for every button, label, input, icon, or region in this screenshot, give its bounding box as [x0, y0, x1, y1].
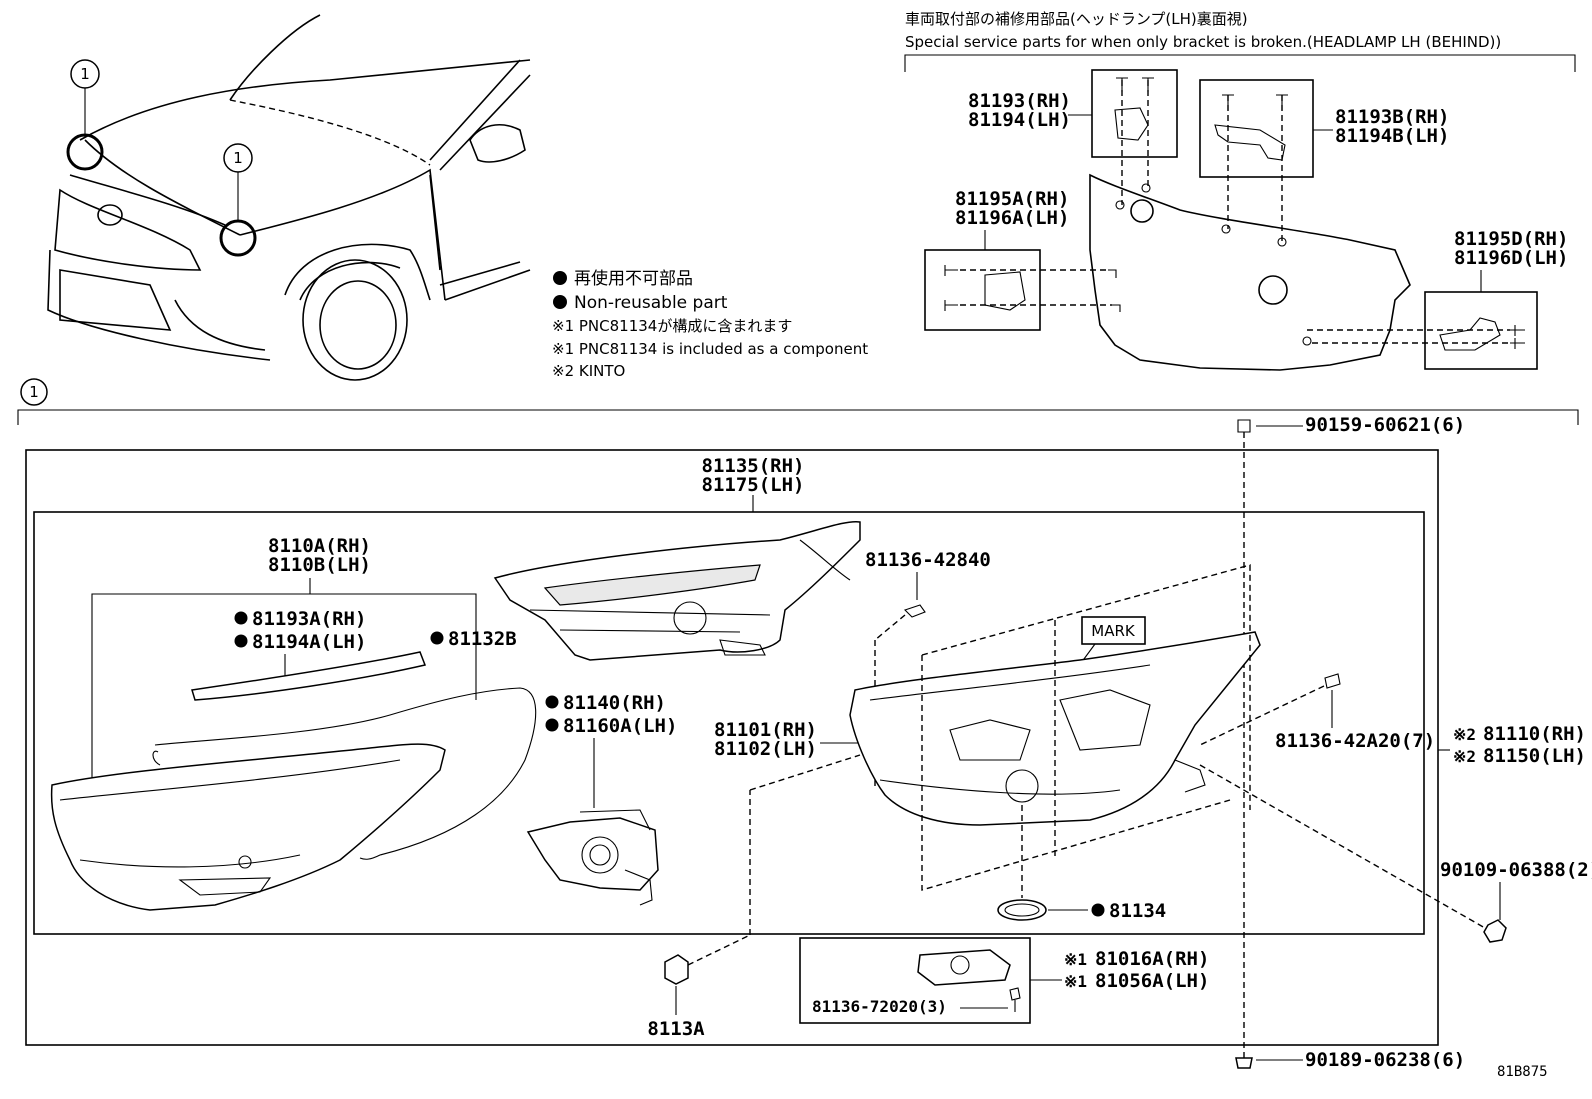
part-81132b: 81132B — [448, 628, 517, 650]
part-81175-lh: 81175(LH) — [702, 474, 805, 496]
note2-mark-a: ※2 — [1453, 725, 1476, 744]
diagram-code: 81B875 — [1497, 1064, 1548, 1080]
part-81016a-rh: 81016A(RH) — [1095, 948, 1209, 970]
part-81194b-lh: 81194B(LH) — [1335, 125, 1449, 147]
part-81134: 81134 — [1109, 900, 1166, 922]
part-90159-60621: 90159-60621(6) — [1305, 414, 1465, 436]
part-8110a-rh: 8110A(RH) — [268, 535, 371, 557]
legend-note2: ※2 KINTO — [552, 362, 625, 380]
part-81136-42a20: 81136-42A20(7) — [1275, 730, 1435, 752]
bracket-service-parts-section: 車両取付部の補修用部品(ヘッドランプ(LH)裏面視) Special servi… — [904, 10, 1576, 371]
headlamp-housing — [849, 631, 1261, 826]
special-service-title-en: Special service parts for when only brac… — [905, 33, 1501, 51]
part-81160a-lh: 81160A(LH) — [563, 715, 677, 737]
part-81136-72020: 81136-72020(3) — [812, 997, 947, 1016]
part-81194a-lh: 81194A(LH) — [252, 631, 366, 653]
projector-unit — [526, 809, 659, 906]
part-8113a: 8113A — [647, 1018, 705, 1040]
part-81193-rh: 81193(RH) — [968, 90, 1071, 112]
headlamp-bezel — [493, 520, 861, 661]
part-81135-rh: 81135(RH) — [702, 455, 805, 477]
assembly-inner-frame — [33, 511, 1425, 935]
headlamp-assembly-section: 1 90159-60621(6) 81135(RH) 81175(LH) 811… — [17, 378, 1592, 1071]
part-81102-lh: 81102(LH) — [714, 738, 817, 760]
part-81194-lh: 81194(LH) — [968, 109, 1071, 131]
part-81140-rh: 81140(RH) — [563, 692, 666, 714]
legend-note1-en: ※1 PNC81134 is included as a component — [552, 340, 868, 358]
part-81195a-rh: 81195A(RH) — [955, 188, 1069, 210]
part-81195d-rh: 81195D(RH) — [1454, 228, 1568, 250]
note2-mark-b: ※2 — [1453, 747, 1476, 766]
callout-1-label-b: 1 — [233, 149, 243, 167]
legend-nonreusable-jp: 再使用不可部品 — [574, 268, 693, 289]
part-8110b-lh: 8110B(LH) — [268, 554, 371, 576]
part-81193b-rh: 81193B(RH) — [1335, 106, 1449, 128]
part-81196a-lh: 81196A(LH) — [955, 207, 1069, 229]
special-service-title-jp: 車両取付部の補修用部品(ヘッドランプ(LH)裏面視) — [905, 10, 1248, 28]
headlamp-lens — [50, 743, 446, 911]
part-81056a-lh: 81056A(LH) — [1095, 970, 1209, 992]
part-81101-rh: 81101(RH) — [714, 719, 817, 741]
part-81193a-rh: 81193A(RH) — [252, 608, 366, 630]
callout-1-label-a: 1 — [80, 65, 90, 83]
part-81136-42840: 81136-42840 — [865, 549, 991, 571]
legend: 再使用不可部品 Non-reusable part ※1 PNC81134が構成… — [552, 268, 868, 380]
legend-nonreusable-en: Non-reusable part — [574, 293, 728, 313]
part-81150-lh: 81150(LH) — [1483, 745, 1586, 767]
part-90189-06238: 90189-06238(6) — [1305, 1049, 1465, 1071]
assembly-outer-frame — [25, 449, 1439, 1046]
mark-label: MARK — [1091, 622, 1136, 640]
legend-note1-jp: ※1 PNC81134が構成に含まれます — [552, 317, 792, 335]
vehicle-front-illustration: 1 1 — [47, 14, 531, 381]
part-81196d-lh: 81196D(LH) — [1454, 247, 1568, 269]
part-81110-rh: 81110(RH) — [1483, 723, 1586, 745]
part-90109-06388: 90109-06388(2) — [1440, 859, 1592, 881]
section-callout-1: 1 — [29, 383, 39, 401]
note1-mark-b: ※1 — [1064, 972, 1087, 991]
note1-mark-a: ※1 — [1064, 950, 1087, 969]
